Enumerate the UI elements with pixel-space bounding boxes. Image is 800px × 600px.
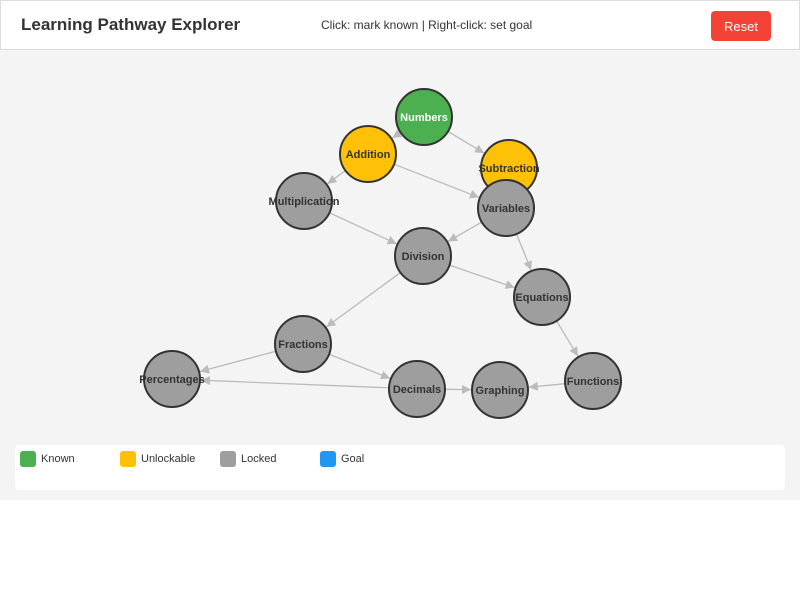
node-circle-graphing[interactable] <box>471 361 529 419</box>
header-bar: Learning Pathway Explorer Click: mark kn… <box>0 0 800 50</box>
node-circle-percentages[interactable] <box>143 350 201 408</box>
node-division[interactable]: Division <box>394 227 452 285</box>
edge-division-to-equations <box>449 264 515 289</box>
app-title: Learning Pathway Explorer <box>21 15 241 34</box>
edge-fractions-to-percentages <box>199 350 277 374</box>
node-label-graphing: Graphing <box>476 385 525 397</box>
node-circle-numbers[interactable] <box>395 88 453 146</box>
node-circle-division[interactable] <box>394 227 452 285</box>
node-fractions[interactable]: Fractions <box>274 315 332 373</box>
legend-swatch-unlockable <box>120 451 136 467</box>
legend-label-known: Known <box>41 453 75 465</box>
edge-functions-to-graphing <box>528 381 566 391</box>
node-circle-decimals[interactable] <box>388 360 446 418</box>
node-label-functions: Functions <box>567 376 620 388</box>
edge-decimals-to-percentages <box>200 376 390 389</box>
legend-swatch-goal <box>320 451 336 467</box>
node-label-variables: Variables <box>482 203 530 215</box>
edges-layer <box>199 129 579 395</box>
node-circle-functions[interactable] <box>564 352 622 410</box>
node-circle-variables[interactable] <box>477 179 535 237</box>
nodes-layer: NumbersAdditionSubtractionMultiplication… <box>139 88 622 419</box>
pathway-graph: NumbersAdditionSubtractionMultiplication… <box>139 88 622 419</box>
node-label-addition: Addition <box>346 149 391 161</box>
legend-swatch-locked <box>220 451 236 467</box>
reset-button[interactable]: Reset <box>711 11 771 41</box>
edge-numbers-to-subtraction <box>447 130 485 154</box>
node-equations[interactable]: Equations <box>513 268 571 326</box>
node-percentages[interactable]: Percentages <box>139 350 205 408</box>
legend-item-locked: Locked <box>220 450 276 468</box>
legend-swatch-known <box>20 451 36 467</box>
legend: Known Unlockable Locked Goal <box>15 445 785 490</box>
edge-equations-to-functions <box>555 320 579 357</box>
node-variables[interactable]: Variables <box>477 179 535 237</box>
edge-variables-to-equations <box>515 233 532 271</box>
edge-variables-to-division <box>447 221 483 243</box>
node-circle-addition[interactable] <box>339 125 397 183</box>
node-label-division: Division <box>402 251 445 263</box>
node-label-percentages: Percentages <box>139 374 204 386</box>
node-label-numbers: Numbers <box>400 112 448 124</box>
node-circle-equations[interactable] <box>513 268 571 326</box>
node-circle-multiplication[interactable] <box>275 172 333 230</box>
edge-addition-to-multiplication <box>326 170 346 185</box>
node-label-fractions: Fractions <box>278 339 328 351</box>
node-circle-fractions[interactable] <box>274 315 332 373</box>
node-functions[interactable]: Functions <box>564 352 622 410</box>
legend-label-locked: Locked <box>241 453 277 465</box>
edge-fractions-to-decimals <box>328 353 391 380</box>
node-multiplication[interactable]: Multiplication <box>269 172 340 230</box>
node-decimals[interactable]: Decimals <box>388 360 446 418</box>
node-label-subtraction: Subtraction <box>478 163 539 175</box>
legend-item-goal: Goal <box>320 450 364 468</box>
node-graphing[interactable]: Graphing <box>471 361 529 419</box>
node-numbers[interactable]: Numbers <box>395 88 453 146</box>
node-label-decimals: Decimals <box>393 384 441 396</box>
node-addition[interactable]: Addition <box>339 125 397 183</box>
node-label-multiplication: Multiplication <box>269 196 340 208</box>
edge-addition-to-variables <box>393 163 480 199</box>
edge-division-to-fractions <box>326 272 401 328</box>
node-label-equations: Equations <box>515 292 568 304</box>
legend-label-goal: Goal <box>341 453 365 465</box>
edge-numbers-to-addition <box>391 129 403 139</box>
legend-label-unlockable: Unlockable <box>141 453 196 465</box>
legend-item-known: Known <box>20 450 75 468</box>
instructions-text: Click: mark known | Right-click: set goa… <box>321 18 533 32</box>
edge-multiplication-to-division <box>329 212 397 245</box>
legend-item-unlockable: Unlockable <box>120 450 195 468</box>
